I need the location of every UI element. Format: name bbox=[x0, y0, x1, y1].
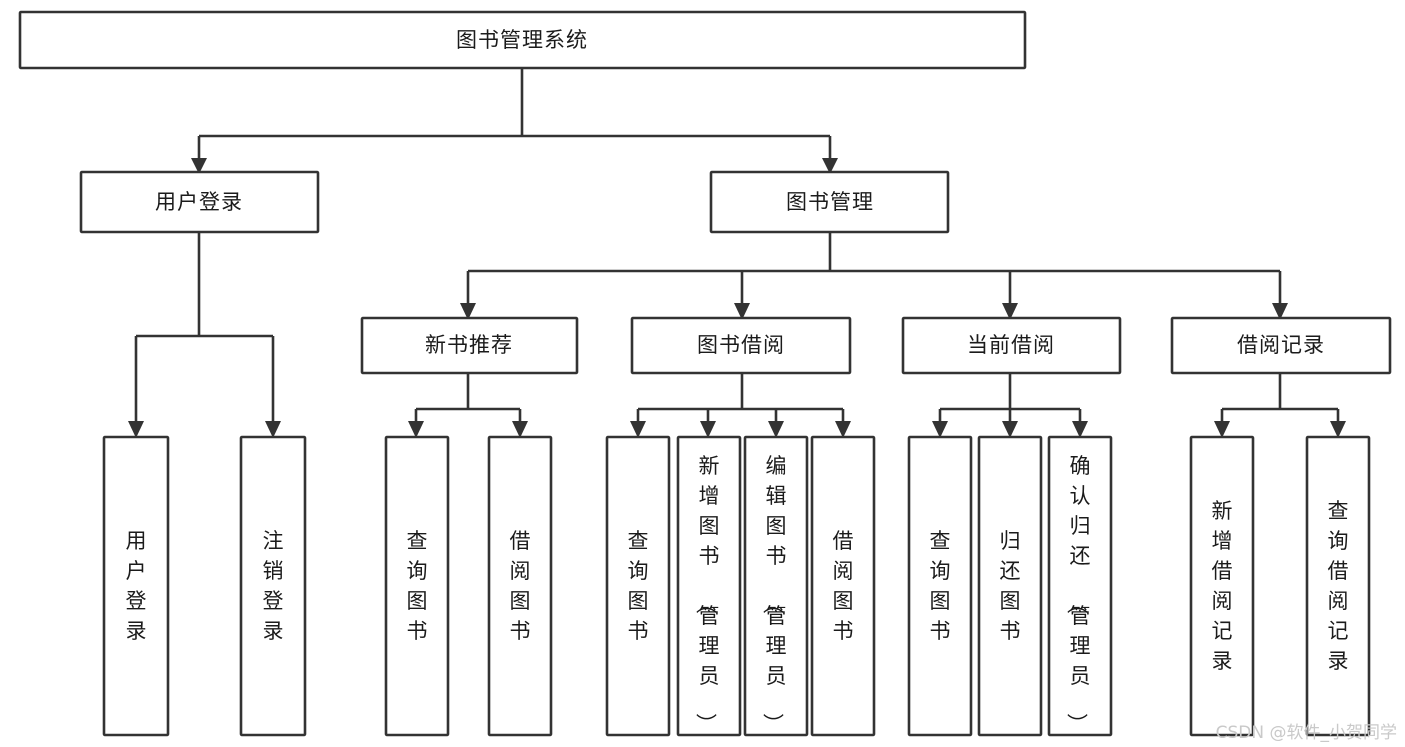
arrow-bb-leaf2 bbox=[700, 421, 716, 438]
csdn-watermark: CSDN @软件_小贺同学 bbox=[1215, 723, 1397, 743]
arrow-current-borrow bbox=[1002, 303, 1018, 320]
arrow-cb-leaf3 bbox=[1072, 421, 1088, 438]
node-leaf-add-record[interactable]: 新增借阅记录 bbox=[1189, 435, 1255, 737]
node-leaf-query-book-1-label: 查询图书 bbox=[407, 529, 428, 643]
node-leaf-query-book-2-label: 查询图书 bbox=[628, 529, 649, 643]
node-leaf-logout[interactable]: 注销登录 bbox=[239, 435, 307, 737]
node-leaf-borrow-book-1[interactable]: 借阅图书 bbox=[487, 435, 553, 737]
node-leaf-query-book-3-label: 查询图书 bbox=[930, 529, 951, 643]
node-leaf-add-book-label: 新增图书（管理员） bbox=[694, 454, 720, 734]
node-leaf-borrow-book-1-label: 借阅图书 bbox=[510, 529, 531, 643]
connector-layer bbox=[128, 68, 1346, 438]
node-leaf-confirm-return[interactable]: 确认归还（管理员） bbox=[1047, 435, 1113, 737]
node-leaf-edit-book[interactable]: 编辑图书（管理员） bbox=[743, 435, 809, 737]
node-leaf-return-book[interactable]: 归还图书 bbox=[977, 435, 1043, 737]
node-leaf-borrow-book-2[interactable]: 借阅图书 bbox=[810, 435, 876, 737]
node-borrow-record[interactable]: 借阅记录 bbox=[1170, 316, 1392, 375]
node-leaf-query-book-2[interactable]: 查询图书 bbox=[605, 435, 671, 737]
node-leaf-edit-book-label: 编辑图书（管理员） bbox=[761, 454, 787, 734]
node-book-manage[interactable]: 图书管理 bbox=[709, 170, 950, 234]
arrow-bb-leaf3 bbox=[768, 421, 784, 438]
node-current-borrow[interactable]: 当前借阅 bbox=[901, 316, 1122, 375]
node-leaf-borrow-book-2-label: 借阅图书 bbox=[833, 529, 854, 643]
node-leaf-query-record-label: 查询借阅记录 bbox=[1328, 499, 1349, 673]
arrow-nbr-leaf2 bbox=[512, 421, 528, 438]
node-leaf-logout-label: 注销登录 bbox=[263, 529, 284, 643]
arrow-bb-leaf1 bbox=[630, 421, 646, 438]
node-root[interactable]: 图书管理系统 bbox=[18, 10, 1027, 70]
node-book-manage-label: 图书管理 bbox=[786, 190, 874, 214]
arrow-leaf-user-login bbox=[128, 421, 144, 438]
arrow-new-book-rec bbox=[460, 303, 476, 320]
arrow-br-leaf2 bbox=[1330, 421, 1346, 438]
arrow-cb-leaf1 bbox=[932, 421, 948, 438]
node-leaf-add-book[interactable]: 新增图书（管理员） bbox=[676, 435, 742, 737]
node-leaf-return-book-label: 归还图书 bbox=[1000, 529, 1021, 643]
node-leaf-query-book-3[interactable]: 查询图书 bbox=[907, 435, 973, 737]
node-leaf-query-book-1[interactable]: 查询图书 bbox=[384, 435, 450, 737]
node-new-book-rec-label: 新书推荐 bbox=[425, 333, 513, 357]
arrow-borrow-record bbox=[1272, 303, 1288, 320]
node-user-login-label: 用户登录 bbox=[155, 190, 243, 214]
arrow-cb-leaf2 bbox=[1002, 421, 1018, 438]
node-leaf-add-record-label: 新增借阅记录 bbox=[1212, 499, 1233, 673]
node-leaf-confirm-return-label: 确认归还（管理员） bbox=[1065, 454, 1091, 734]
arrow-nbr-leaf1 bbox=[408, 421, 424, 438]
node-new-book-rec[interactable]: 新书推荐 bbox=[360, 316, 579, 375]
node-leaf-query-record[interactable]: 查询借阅记录 bbox=[1305, 435, 1371, 737]
node-current-borrow-label: 当前借阅 bbox=[967, 333, 1055, 357]
arrow-book-borrow bbox=[734, 303, 750, 320]
node-root-label: 图书管理系统 bbox=[456, 28, 588, 52]
arrow-br-leaf1 bbox=[1214, 421, 1230, 438]
node-leaf-user-login-label: 用户登录 bbox=[126, 529, 147, 643]
arrow-book-manage bbox=[822, 158, 838, 174]
node-book-borrow-label: 图书借阅 bbox=[697, 333, 785, 357]
arrow-user-login bbox=[191, 158, 207, 174]
arrow-leaf-logout bbox=[265, 421, 281, 438]
node-borrow-record-label: 借阅记录 bbox=[1237, 333, 1325, 357]
node-user-login[interactable]: 用户登录 bbox=[79, 170, 320, 234]
arrow-bb-leaf4 bbox=[835, 421, 851, 438]
node-leaf-user-login[interactable]: 用户登录 bbox=[102, 435, 170, 737]
node-book-borrow[interactable]: 图书借阅 bbox=[630, 316, 852, 375]
